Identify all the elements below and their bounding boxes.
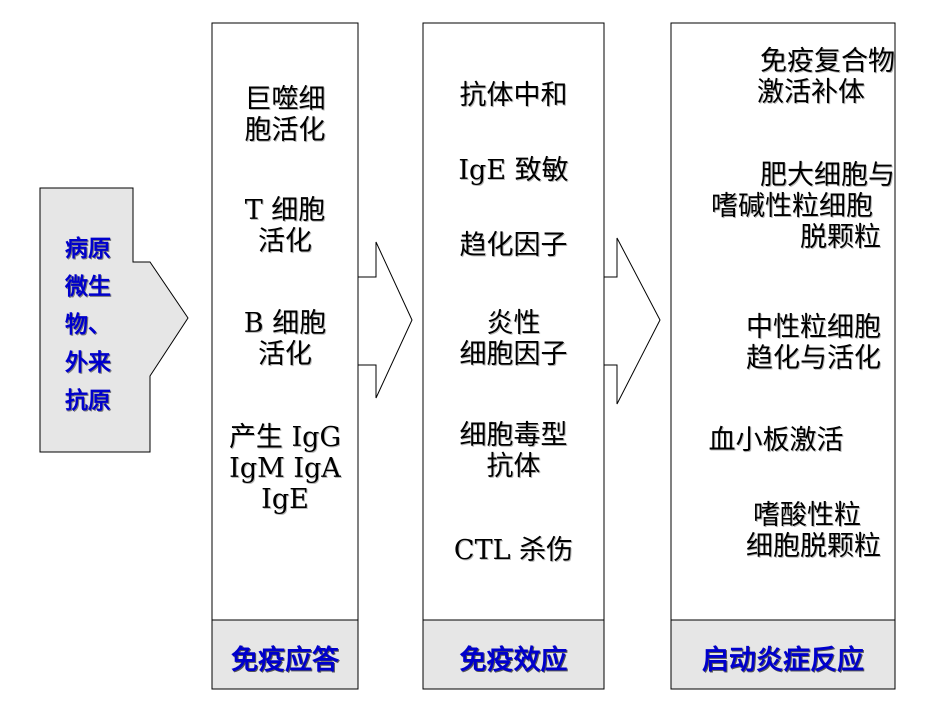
source-line: 病原 bbox=[65, 236, 111, 262]
column-2-item: CTL 杀伤 bbox=[423, 535, 604, 566]
item-line: 产生 IgG bbox=[228, 422, 342, 453]
item-line: 免疫复合物 bbox=[760, 46, 895, 77]
item-line: 抗体中和 bbox=[459, 80, 568, 111]
source-label: 病原 微生 物、 外来 抗原 bbox=[48, 230, 128, 420]
column-3-item: 血小板激活 bbox=[671, 425, 881, 456]
column-1-label: 免疫应答 bbox=[231, 645, 339, 676]
source-line: 外来 bbox=[65, 350, 111, 376]
column-3-item: 免疫复合物 激活补体 bbox=[671, 46, 895, 108]
column-2-item: IgE 致敏 bbox=[423, 155, 604, 186]
column-2-item: 细胞毒型 抗体 bbox=[423, 420, 604, 482]
column-3-item: 肥大细胞与 嗜碱性粒细胞 脱颗粒 bbox=[671, 160, 895, 253]
item-line: 抗体 bbox=[486, 451, 541, 483]
item-line: 趋化与活化 bbox=[746, 343, 881, 375]
item-line: IgE 致敏 bbox=[458, 155, 569, 186]
column-3-label: 启动炎症反应 bbox=[702, 645, 864, 676]
item-line: B 细胞 bbox=[243, 308, 327, 339]
source-line: 抗原 bbox=[65, 388, 111, 414]
item-line: 活化 bbox=[258, 226, 312, 258]
item-line: 激活补体 bbox=[757, 77, 865, 109]
item-line: CTL 杀伤 bbox=[453, 535, 574, 566]
item-line: 巨噬细 bbox=[244, 84, 326, 115]
column-1-footer-box bbox=[211, 619, 359, 690]
item-line: 肥大细胞与 bbox=[760, 160, 895, 191]
column-3-item: 中性粒细胞 趋化与活化 bbox=[671, 312, 895, 374]
item-line: 中性粒细胞 bbox=[746, 312, 881, 343]
column-1-box bbox=[211, 22, 359, 690]
item-line: 细胞毒型 bbox=[459, 420, 568, 451]
item-line: 趋化因子 bbox=[459, 230, 568, 261]
column-2-item: 抗体中和 bbox=[423, 80, 604, 111]
item-line: 嗜碱性粒细胞 bbox=[711, 191, 873, 223]
item-line: 脱颗粒 bbox=[800, 222, 881, 254]
column-3-item: 嗜酸性粒 细胞脱颗粒 bbox=[671, 500, 895, 562]
column-3-box bbox=[670, 22, 896, 690]
column-1-item: 产生 IgG IgM IgA IgE bbox=[212, 422, 358, 515]
column-2-label: 免疫效应 bbox=[459, 645, 568, 676]
item-line: IgE bbox=[261, 484, 309, 516]
item-line: 嗜酸性粒 bbox=[753, 500, 861, 531]
item-line: 胞活化 bbox=[244, 115, 326, 147]
source-line: 微生 bbox=[65, 274, 111, 300]
item-line: 炎性 bbox=[486, 308, 541, 339]
column-1-item: B 细胞 活化 bbox=[212, 308, 358, 370]
arrow-connector-1 bbox=[357, 241, 413, 399]
column-2-item: 炎性 细胞因子 bbox=[423, 308, 604, 370]
source-arrow bbox=[39, 187, 189, 453]
arrow-connector-2 bbox=[603, 237, 661, 405]
column-1-item: 巨噬细 胞活化 bbox=[212, 84, 358, 146]
item-line: 活化 bbox=[258, 339, 312, 371]
item-line: 血小板激活 bbox=[708, 425, 844, 456]
item-line: 细胞因子 bbox=[459, 339, 568, 371]
column-2-item: 趋化因子 bbox=[423, 230, 604, 261]
column-1-item: T 细胞 活化 bbox=[212, 195, 358, 257]
item-line: IgM IgA bbox=[229, 453, 341, 485]
item-line: 细胞脱颗粒 bbox=[746, 531, 881, 563]
item-line: T 细胞 bbox=[244, 195, 326, 226]
column-3-footer-box bbox=[670, 619, 896, 690]
source-line: 物、 bbox=[65, 312, 111, 338]
column-2-footer-box bbox=[422, 619, 605, 690]
column-2-box bbox=[422, 22, 605, 690]
